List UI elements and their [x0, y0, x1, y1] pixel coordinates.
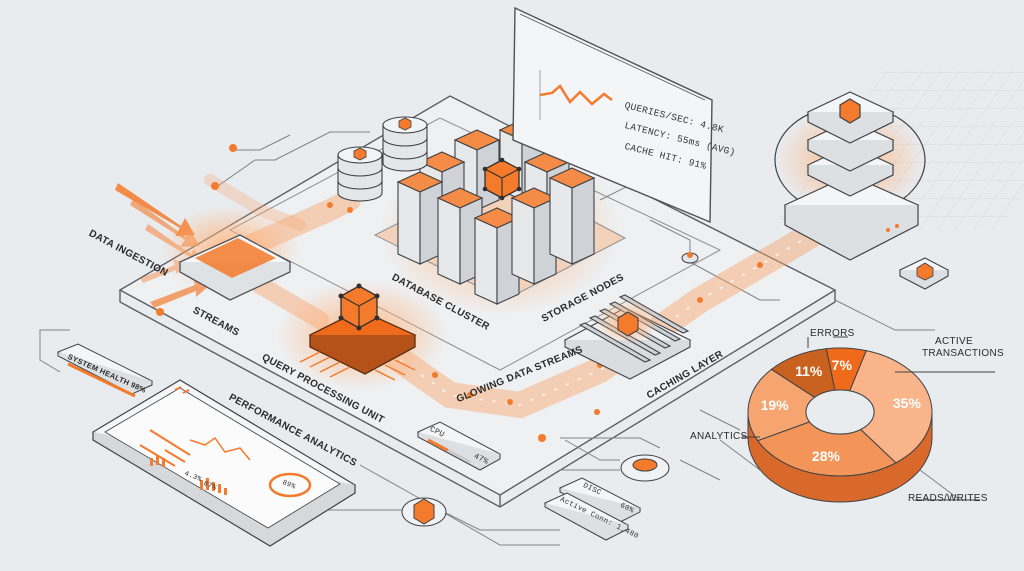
disk-icon — [620, 454, 670, 482]
bottom-cube — [401, 497, 447, 527]
pie-slice-label: 35% — [892, 394, 921, 411]
caching-layer — [563, 294, 692, 380]
pie-slice-label: 28% — [811, 447, 840, 464]
database-cylinders — [337, 116, 428, 202]
cpu-gauge-card — [416, 421, 502, 471]
pie-slice-label: 11% — [795, 362, 823, 379]
pie-leader-lines — [742, 336, 995, 501]
system-health-card — [56, 343, 154, 398]
performance-dashboard — [91, 379, 357, 547]
errors-label: ERRORS — [810, 328, 855, 339]
database-cluster — [373, 119, 627, 315]
donut-hole — [805, 389, 875, 435]
metrics-screen — [512, 6, 713, 224]
analytics-label: ANALYTICS — [690, 431, 748, 442]
active-transactions-label-1: ACTIVE — [935, 336, 973, 347]
donut-chart — [747, 347, 933, 503]
small-cube-right — [898, 257, 950, 290]
pie-slice-label: 19% — [760, 396, 789, 413]
pie-slice-label: 7% — [831, 357, 852, 374]
streams-box — [160, 205, 300, 301]
reads-writes-label: READS/WRITES — [908, 493, 988, 504]
cpu-gauge-fill — [427, 438, 449, 452]
active-conn-card — [543, 492, 630, 541]
storage-stack — [774, 91, 926, 261]
query-processing-chip — [277, 280, 447, 390]
active-transactions-label-2: TRANSACTIONS — [922, 348, 1004, 359]
connector-node — [681, 252, 699, 264]
